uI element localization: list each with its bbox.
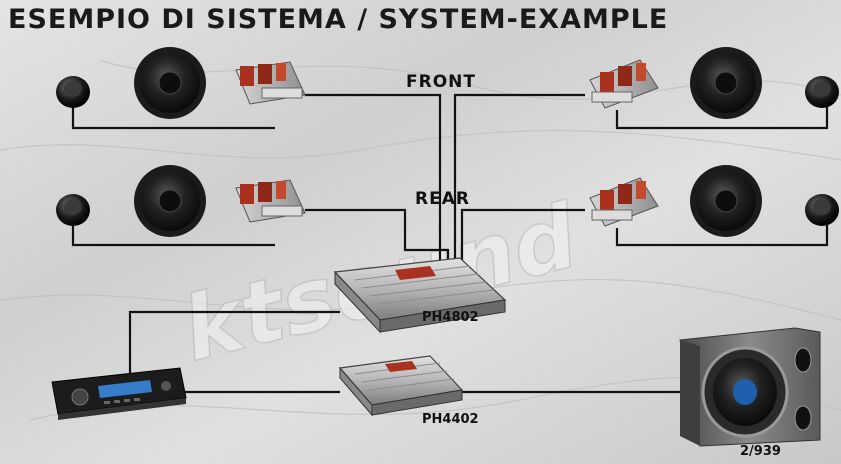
woofer-icon (134, 165, 206, 237)
tweeter-icon (805, 194, 839, 226)
car-stereo-icon (51, 367, 187, 420)
wire-front-right-tweeter (615, 100, 829, 130)
front-left-set (56, 47, 306, 119)
front-label: FRONT (406, 72, 476, 92)
wiring (71, 93, 829, 394)
crossover-icon (589, 59, 659, 109)
wire-rear-right-tweeter (615, 218, 829, 247)
ph4402-label: PH4402 (422, 412, 479, 427)
rear-right-set (589, 165, 839, 237)
rear-label: REAR (415, 189, 470, 209)
wire-rear-right-amp (460, 208, 585, 262)
wire-headunit-ph4802 (128, 310, 340, 378)
front-right-set (589, 47, 839, 119)
crossover-icon (235, 61, 306, 105)
subwoofer-box-icon (679, 327, 821, 447)
crossover-icon (235, 179, 306, 223)
amplifier-icon (338, 355, 464, 417)
wire-rear-left-amp (305, 208, 450, 262)
woofer-icon (690, 47, 762, 119)
tweeter-icon (805, 76, 839, 108)
wire-front-right-amp (453, 93, 585, 262)
amplifier-icon (333, 257, 507, 334)
wire-rear-left-tweeter (71, 218, 275, 247)
ph4802-label: PH4802 (422, 310, 479, 325)
tweeter-icon (56, 194, 90, 226)
wire-front-left-amp (305, 93, 442, 262)
wire-front-left-tweeter (71, 100, 275, 130)
subwoofer-label: 2/939 (740, 444, 781, 459)
tweeter-icon (56, 76, 90, 108)
rear-left-set (56, 165, 306, 237)
page-title: ESEMPIO DI SISTEMA / SYSTEM-EXAMPLE (8, 4, 669, 35)
woofer-icon (134, 47, 206, 119)
crossover-icon (589, 177, 659, 227)
woofer-icon (690, 165, 762, 237)
